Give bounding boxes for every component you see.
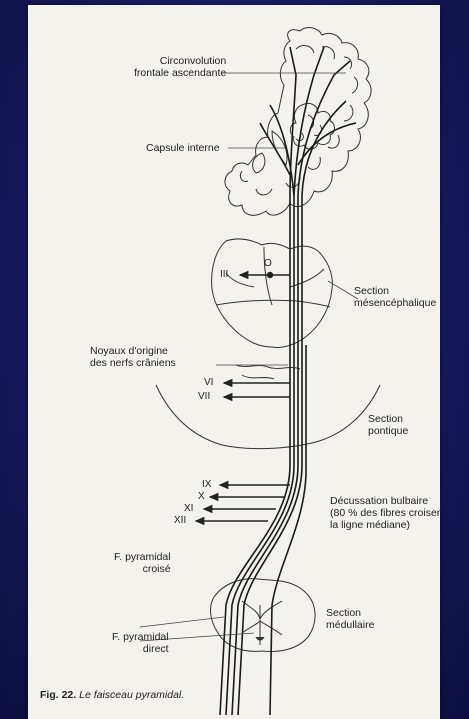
label-circonvolution: Circonvolution frontale ascendante xyxy=(134,55,226,79)
label-section-mesencephalique: Section mésencéphalique xyxy=(354,285,436,309)
figure-page: Circonvolution frontale ascendante Capsu… xyxy=(28,5,440,719)
label-decussation: Décussation bulbaire (80 % des fibres cr… xyxy=(330,495,440,531)
label-nerve-x: X xyxy=(198,491,205,503)
label-nerve-vi: VI xyxy=(204,377,213,389)
caption-number: Fig. 22. xyxy=(40,689,76,701)
label-pyramidal-croise: F. pyramidal croisé xyxy=(114,551,171,575)
label-nerve-xii: XII xyxy=(174,515,186,527)
label-nerve-o: O xyxy=(264,258,272,270)
label-nerve-vii: VII xyxy=(198,391,210,403)
label-nerve-ix: IX xyxy=(202,479,211,491)
label-nerve-xi: XI xyxy=(184,503,193,515)
label-pyramidal-direct: F. pyramidal direct xyxy=(112,631,169,655)
label-capsule-interne: Capsule interne xyxy=(146,142,220,154)
pons-section xyxy=(156,365,380,449)
midbrain-section xyxy=(212,239,333,348)
label-section-medullaire: Section médullaire xyxy=(326,607,374,631)
label-noyaux: Noyaux d'origine des nerfs crâniens xyxy=(90,345,176,369)
figure-caption: Fig. 22. Le faisceau pyramidal. xyxy=(40,689,184,701)
label-section-pontique: Section pontique xyxy=(368,413,408,437)
label-nerve-iii: III xyxy=(220,269,228,281)
caption-title: Le faisceau pyramidal. xyxy=(79,689,184,701)
